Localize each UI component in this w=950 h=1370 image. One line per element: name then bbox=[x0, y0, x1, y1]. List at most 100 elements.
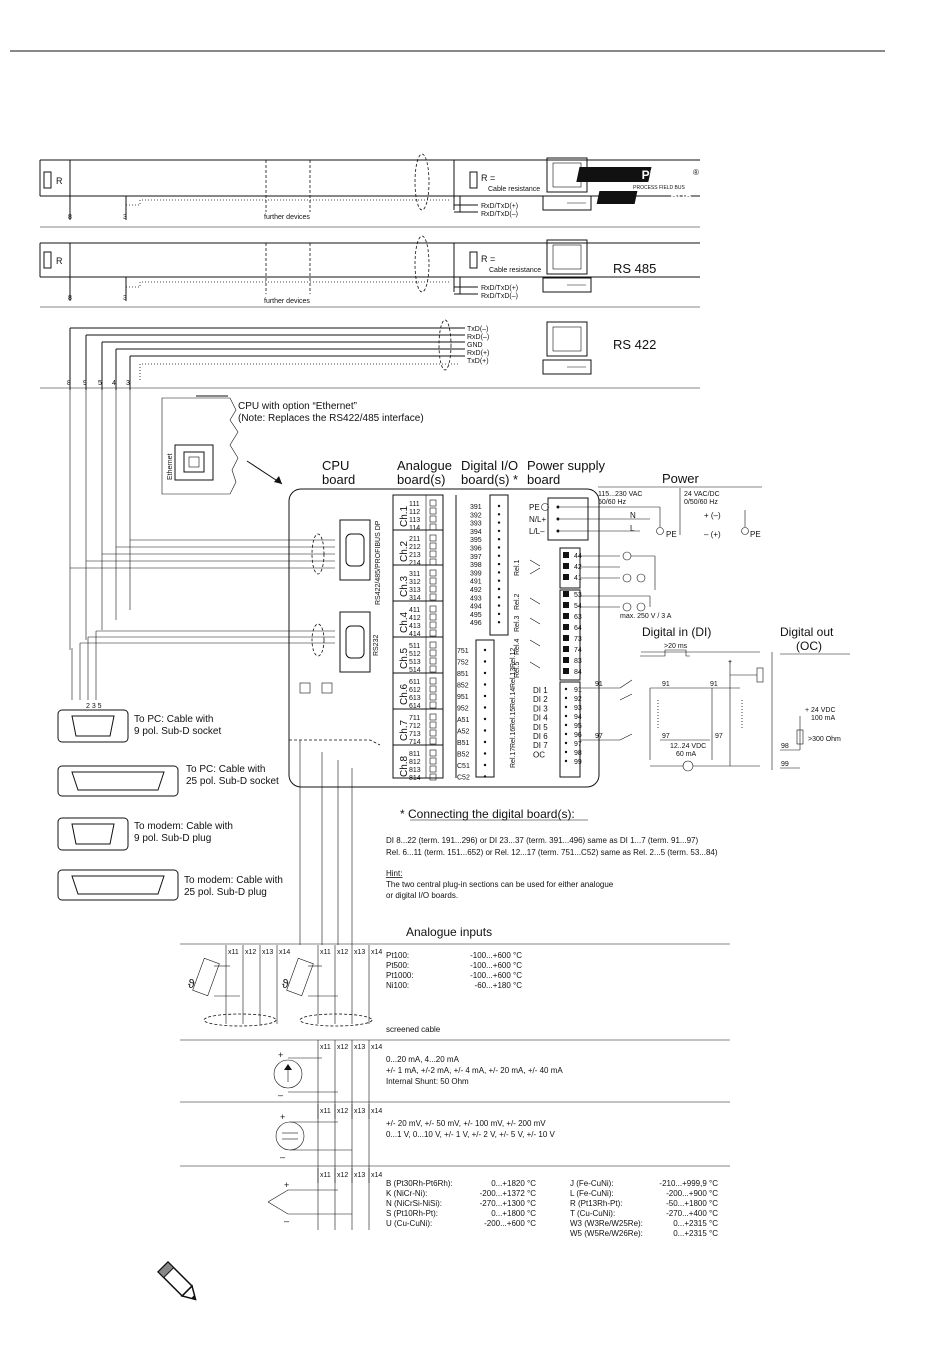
rs485-label: RS 485 bbox=[613, 261, 656, 276]
channel-label: Ch.3 bbox=[399, 575, 410, 597]
rxd-plus-label: RxD/TxD(+) bbox=[481, 285, 518, 292]
terminal-block bbox=[563, 613, 569, 619]
cable-shield bbox=[414, 153, 430, 211]
channel-terminal: 813 bbox=[409, 767, 421, 774]
digital-terminal: B52 bbox=[457, 752, 470, 759]
rtd-section: ϑ ϑ screened cable bbox=[188, 957, 441, 1034]
terminal-dot bbox=[497, 521, 501, 524]
x-terminal-label: x14 bbox=[371, 1108, 382, 1115]
terminal-dot bbox=[483, 729, 487, 732]
terminal-screw bbox=[429, 757, 437, 765]
rs485-bus-section: R 8 3 further devices R = Cable resistan… bbox=[39, 235, 700, 308]
tc-name: L (Fe-CuNi): bbox=[570, 1189, 614, 1198]
rs422-line-label: TxD(–) bbox=[467, 326, 488, 333]
terminal-screw bbox=[429, 558, 437, 566]
relay-4-label: Rel.4 bbox=[514, 639, 521, 655]
terminal-dot bbox=[564, 687, 568, 691]
channel-label: Ch.2 bbox=[399, 540, 410, 562]
channel-terminal: 211 bbox=[409, 536, 420, 543]
hint-title: Hint: bbox=[386, 869, 402, 878]
cable-resistance-label: Cable resistance bbox=[488, 186, 540, 193]
rtd-range: -100...+600 °C bbox=[470, 971, 522, 980]
rtd-range: -60...+180 °C bbox=[475, 981, 523, 990]
channel-label: Ch.7 bbox=[399, 719, 410, 741]
di-terminal-section: 91 97 bbox=[580, 679, 633, 741]
terminal-screw bbox=[429, 721, 437, 729]
terminal-dot bbox=[564, 696, 568, 700]
x-terminal-label: x11 bbox=[320, 1044, 331, 1051]
di-terminal: 91 bbox=[574, 687, 582, 694]
relay-terminal: 83 bbox=[574, 658, 582, 665]
terminal-screw bbox=[429, 773, 437, 781]
l-label: L bbox=[630, 524, 635, 533]
power-supply-terminals: PE N/L+ L/L– 115...230 VAC 50/60 Hz 24 V… bbox=[529, 488, 761, 539]
tc-name: W5 (W5Re/W26Re): bbox=[570, 1229, 643, 1238]
terminal-screw bbox=[429, 685, 437, 693]
plus-sign: + bbox=[278, 1050, 283, 1060]
channel-terminal: 212 bbox=[409, 544, 421, 551]
rtd-name: Pt1000: bbox=[386, 971, 414, 980]
relay-terminal: 63 bbox=[574, 614, 582, 621]
relay-terminal: 64 bbox=[574, 625, 582, 632]
pe-symbol: PE bbox=[750, 530, 761, 539]
rxd-minus-label: RxD/TxD(–) bbox=[481, 293, 518, 300]
term-8: 8 bbox=[68, 214, 72, 221]
do-supply: + 24 VDC bbox=[805, 707, 836, 714]
dc-plus-label: + (–) bbox=[704, 511, 721, 520]
terminal-dot bbox=[483, 648, 487, 652]
channel-terminal: 612 bbox=[409, 687, 421, 694]
rs422-term: 5 bbox=[98, 380, 102, 387]
svg-text:PROFI: PROFI bbox=[642, 168, 679, 182]
tc-range: -50...+1800 °C bbox=[666, 1199, 718, 1208]
resistor-label: R bbox=[56, 256, 63, 266]
sub-d-pins: 2 3 5 bbox=[86, 703, 102, 710]
x-terminal-label: x13 bbox=[354, 1108, 365, 1115]
terminal-dot bbox=[497, 554, 501, 557]
resistor-label: R bbox=[56, 176, 63, 186]
terminal-screw bbox=[429, 621, 437, 629]
x-terminal-label: x12 bbox=[337, 949, 348, 956]
connecting-line-2: Rel. 6...11 (term. 151...652) or Rel. 12… bbox=[386, 848, 718, 857]
tc-range: 0...+2315 °C bbox=[673, 1219, 718, 1228]
sub-d-label: 25 pol. Sub-D socket bbox=[186, 776, 279, 787]
terminal-screw bbox=[429, 523, 437, 531]
channel-label: Ch.1 bbox=[399, 505, 410, 527]
dc-range: 24 VAC/DC bbox=[684, 491, 720, 498]
tc-range: 0...+2315 °C bbox=[673, 1229, 718, 1238]
n-label: N bbox=[630, 511, 636, 520]
terminal-dot bbox=[497, 538, 501, 541]
terminal-block bbox=[563, 668, 569, 674]
channel-terminal: 714 bbox=[409, 739, 421, 746]
further-devices-label: further devices bbox=[264, 214, 310, 221]
dc-minus-label: – (+) bbox=[704, 530, 721, 539]
profibus-bus-section: R 8 3 further devices R = Cable resistan… bbox=[39, 153, 700, 228]
tc-name: B (Pt30Rh-Pt6Rh): bbox=[386, 1179, 453, 1188]
tc-name: N (NiCrSi-NiSi): bbox=[386, 1199, 442, 1208]
pulse-width: >20 ms bbox=[664, 643, 688, 650]
relay-1-label: Rel.1 bbox=[514, 560, 521, 576]
pe-terminal: PE bbox=[529, 503, 540, 512]
di-terminal: 92 bbox=[574, 696, 582, 703]
channel-terminal: 513 bbox=[409, 659, 421, 666]
analogue-inputs: Analogue inputs bbox=[180, 925, 730, 1167]
tc-name: J (Fe-CuNi): bbox=[570, 1179, 614, 1188]
rs422-label: RS 422 bbox=[613, 337, 656, 352]
di-terminal: 97 bbox=[574, 741, 582, 748]
ethernet-label: Ethernet bbox=[167, 453, 174, 480]
digital-terminal: 493 bbox=[470, 595, 482, 602]
di-label: DI 3 bbox=[533, 704, 548, 713]
terminal-block bbox=[563, 591, 569, 597]
tc-name: W3 (W3Re/W25Re): bbox=[570, 1219, 643, 1228]
di-label: DI 1 bbox=[533, 686, 548, 695]
terminal-dot bbox=[497, 504, 501, 508]
terminal-screw bbox=[429, 629, 437, 637]
digital-terminal: 951 bbox=[457, 694, 469, 701]
term-8: 8 bbox=[68, 295, 72, 302]
tc-name: U (Cu-CuNi): bbox=[386, 1219, 432, 1228]
device-housing: RS422/485/PROFIBUS DP RS232 bbox=[70, 488, 600, 788]
relay-terminal: 74 bbox=[574, 647, 582, 654]
relay-2-label: Rel.2 bbox=[514, 594, 521, 610]
sub-d-label: To modem: Cable with bbox=[134, 821, 233, 832]
